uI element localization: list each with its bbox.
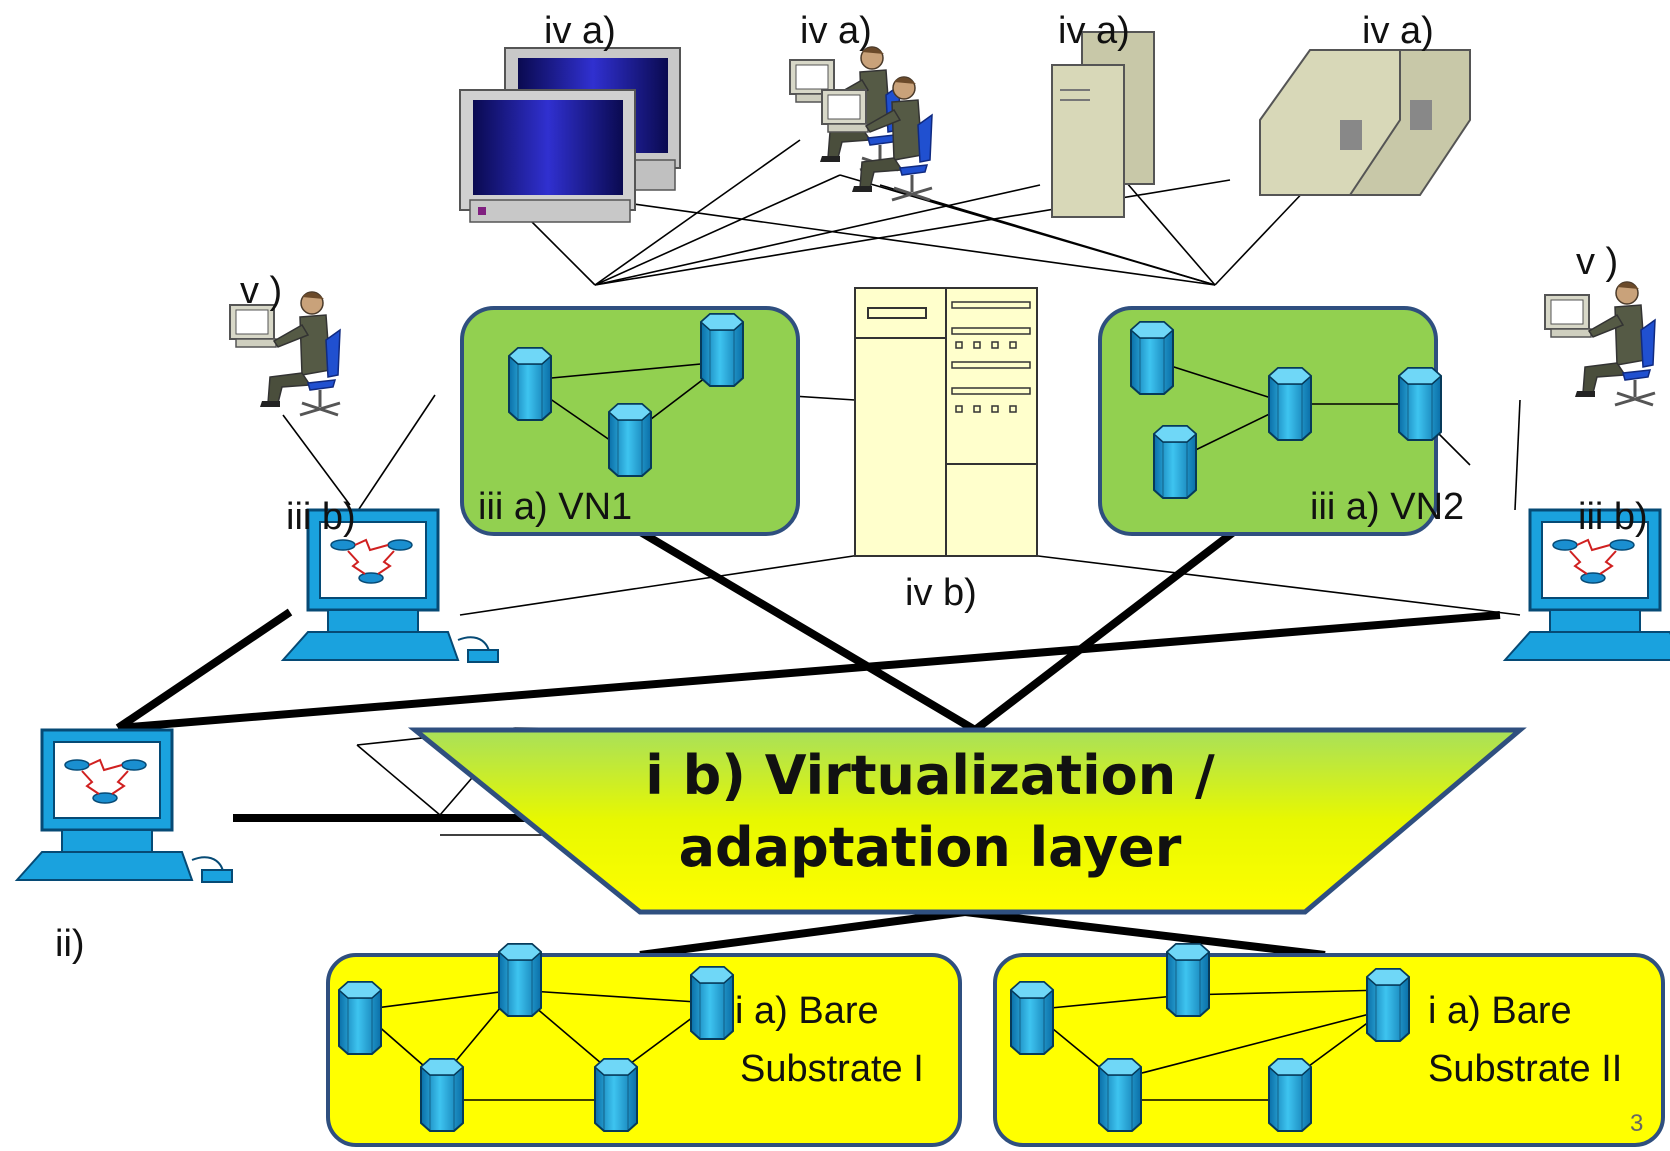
- label-v-left: v ): [240, 270, 283, 312]
- label-iii-b-left: iii b): [286, 496, 356, 538]
- layer-title-line-1: i b) Virtualization /: [645, 744, 1215, 807]
- router-icon: [700, 313, 744, 387]
- label-iv-a-1: iv a): [544, 10, 616, 52]
- label-ii: ii): [55, 923, 85, 965]
- label-iii-b-right: iii b): [1578, 496, 1648, 538]
- virtualization-layer-title: i b) Virtualization / adaptation layer: [480, 740, 1380, 884]
- substrate-2-routers: [1010, 943, 1410, 1132]
- substrate-1-routers: [338, 943, 734, 1132]
- substrate-1-label-line-1: i a) Bare: [735, 990, 879, 1032]
- vn1-box: [460, 306, 800, 536]
- substrate-2-label-line-1: i a) Bare: [1428, 990, 1572, 1032]
- workstation-icon: [459, 47, 681, 223]
- tower-server-icon: [1051, 31, 1155, 218]
- thick-links: [115, 504, 1501, 959]
- management-terminal-icon: [15, 728, 234, 884]
- user-at-desk-icon: [788, 45, 934, 202]
- substrate-1-label-line-2: Substrate I: [740, 1048, 924, 1090]
- label-v-right: v ): [1576, 241, 1619, 283]
- router-icon: [508, 347, 552, 421]
- router-icon: [1268, 367, 1312, 441]
- label-iv-a-4: iv a): [1362, 10, 1434, 52]
- user-at-desk-icon: [1543, 280, 1657, 407]
- substrate-2-label-line-2: Substrate II: [1428, 1048, 1623, 1090]
- router-icon: [1130, 321, 1174, 395]
- label-iv-a-2: iv a): [800, 10, 872, 52]
- label-vn1: iii a) VN1: [478, 486, 633, 528]
- telephone-icon: [1259, 49, 1471, 196]
- substrate-1-box: [326, 953, 962, 1147]
- vn2-box: [1098, 306, 1442, 536]
- router-icon: [608, 403, 652, 477]
- label-iv-b: iv b): [905, 572, 977, 614]
- substrate-2-box: [993, 953, 1665, 1147]
- layer-title-line-2: adaptation layer: [678, 816, 1182, 879]
- page-number: 3: [1630, 1110, 1644, 1137]
- virtualization-layer: [407, 727, 1527, 915]
- label-iv-a-3: iv a): [1058, 10, 1130, 52]
- router-icon: [1153, 425, 1197, 499]
- server-rack-icon: [854, 287, 1038, 557]
- router-icon: [1398, 367, 1442, 441]
- label-vn2: iii a) VN2: [1310, 486, 1465, 528]
